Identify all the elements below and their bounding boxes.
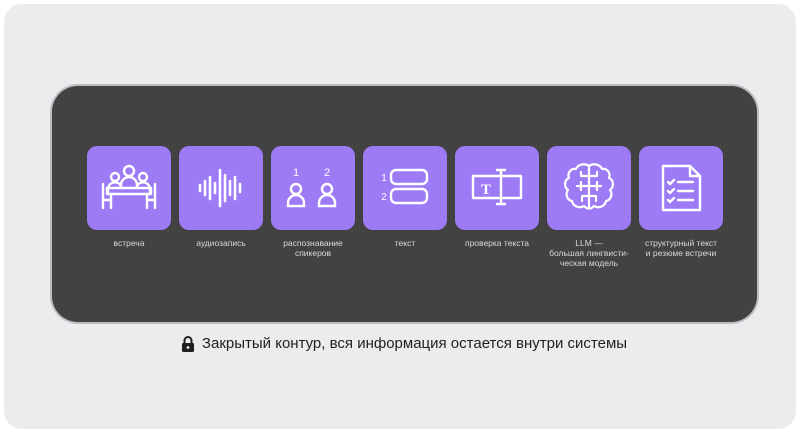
text-tile: 1 2 (363, 146, 447, 230)
step-label: текст (394, 238, 416, 248)
text-check-icon: T (471, 168, 523, 206)
brain-icon (564, 163, 614, 210)
step-speakers: 1 2 распознавание спикеров (271, 146, 355, 258)
audio-wave-icon (198, 168, 242, 208)
text-check-letter: T (481, 182, 491, 198)
llm-tile (547, 146, 631, 230)
step-text: 1 2 текст (363, 146, 447, 248)
speakers-tile: 1 2 (271, 146, 355, 230)
speaker-number-2: 2 (324, 167, 330, 179)
document-checklist-icon (661, 164, 702, 212)
text-number-2: 2 (381, 192, 387, 203)
step-label: встреча (113, 238, 145, 248)
step-label: структурный текст и резюме встречи (644, 238, 718, 258)
step-summary: структурный текст и резюме встречи (639, 146, 723, 258)
meeting-tile (87, 146, 171, 230)
step-label: LLM — большая лингвисти- ческая модель (549, 238, 629, 268)
lock-icon (181, 335, 194, 352)
step-label: аудиозапись (196, 238, 246, 248)
text-blocks-icon: 1 2 (381, 168, 429, 205)
audio-tile (179, 146, 263, 230)
step-label: распознавание спикеров (283, 238, 343, 258)
step-llm: LLM — большая лингвисти- ческая модель (547, 146, 631, 268)
step-audio: аудиозапись (179, 146, 263, 248)
footer-note: Закрытый контур, вся информация остается… (4, 335, 800, 352)
summary-tile (639, 146, 723, 230)
background-card: встреча (4, 4, 796, 429)
footer-text: Закрытый контур, вся информация остается… (201, 335, 628, 352)
speaker-number-1: 1 (293, 167, 299, 179)
text-number-1: 1 (381, 173, 387, 184)
pipeline-panel: встреча (52, 86, 757, 322)
step-meeting: встреча (87, 146, 171, 248)
step-text-check: T проверка текста (455, 146, 539, 248)
step-label: проверка текста (464, 238, 530, 248)
meeting-icon (101, 164, 157, 210)
speakers-icon: 1 2 (286, 167, 337, 208)
text-check-tile: T (455, 146, 539, 230)
